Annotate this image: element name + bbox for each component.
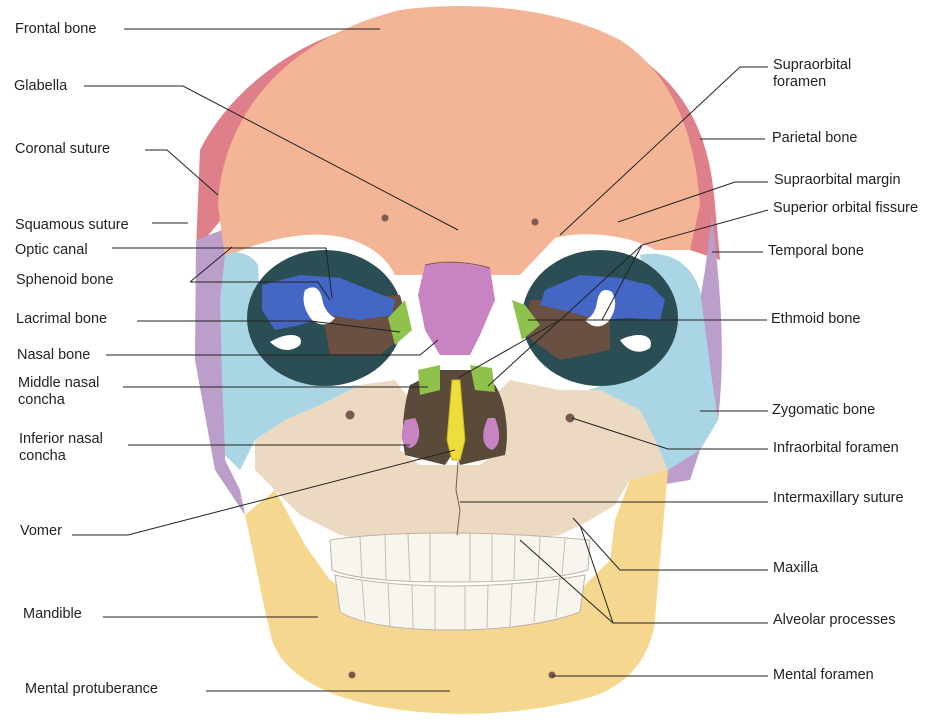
sphenoid-bone-left-shape — [262, 275, 395, 330]
label-infraorbital-foramen: Infraorbital foramen — [773, 440, 899, 456]
lower-teeth-row — [334, 574, 586, 631]
label-parietal-bone: Parietal bone — [772, 130, 858, 146]
leader-ethmoid-bone-2 — [457, 319, 561, 379]
mandible-shape — [245, 470, 668, 714]
label-supraorbital-foramen: Supraorbital foramen — [773, 57, 852, 90]
supraorbital-foramen-right — [531, 218, 539, 226]
leader-superior-orbital-fissure-2 — [487, 244, 643, 387]
frontonasal-suture-line — [424, 261, 491, 269]
lacrimal-bone-left — [388, 300, 412, 345]
maxilla-shape — [255, 380, 668, 545]
leader-alveolar-processes-2 — [579, 524, 614, 624]
orbits — [247, 250, 678, 386]
label-mandible: Mandible — [23, 606, 82, 622]
label-vomer: Vomer — [20, 523, 62, 539]
label-temporal-bone: Temporal bone — [768, 243, 864, 259]
label-ethmoid-bone: Ethmoid bone — [771, 311, 861, 327]
leader-glabella — [84, 85, 459, 231]
leader-maxilla — [572, 517, 768, 571]
label-coronal-suture: Coronal suture — [15, 141, 111, 157]
leader-infraorbital-foramen — [571, 417, 768, 450]
label-optic-canal: Optic canal — [15, 242, 88, 258]
leader-sphenoid-bone — [189, 246, 233, 283]
leader-nasal-bone — [106, 339, 439, 356]
leader-supraorbital-margin — [617, 181, 768, 223]
sutures — [345, 214, 575, 679]
mental-foramen-right — [548, 671, 556, 679]
leader-lacrimal-bone — [137, 320, 401, 333]
infraorbital-foramen-left — [345, 410, 355, 420]
label-frontal-bone: Frontal bone — [15, 21, 97, 37]
orbital-fissure-right — [620, 334, 651, 352]
vomer-shape — [446, 379, 466, 461]
leader-vomer — [72, 449, 456, 536]
nasal-bone-shape — [418, 262, 495, 355]
leader-optic-canal — [112, 247, 333, 299]
label-inferior-nasal-concha: Inferior nasal concha — [19, 431, 103, 464]
supraorbital-foramen-left — [381, 214, 389, 222]
label-maxilla: Maxilla — [773, 560, 819, 576]
tooth-divisions — [359, 533, 566, 630]
teeth — [329, 532, 591, 631]
inferior-nasal-concha-right — [483, 418, 500, 450]
leader-coronal-suture — [145, 149, 219, 196]
optic-canal-left — [303, 287, 335, 325]
label-superior-orbital-fissure: Superior orbital fissure — [773, 200, 919, 216]
label-middle-nasal-concha: Middle nasal concha — [18, 375, 100, 408]
upper-teeth-row — [329, 532, 591, 583]
label-lacrimal-bone: Lacrimal bone — [16, 311, 108, 327]
infraorbital-foramen-right — [565, 413, 575, 423]
inferior-nasal-concha-left — [401, 418, 420, 448]
lacrimal-bone-right — [512, 300, 540, 340]
leader-sphenoid-bone-2 — [190, 281, 331, 301]
middle-nasal-concha-left — [418, 365, 440, 395]
leader-lines — [72, 28, 769, 692]
frontal-bone-shape — [218, 5, 700, 276]
label-mental-foramen: Mental foramen — [773, 667, 874, 683]
label-intermaxillary-suture: Intermaxillary suture — [773, 490, 904, 506]
leader-supraorbital-foramen — [559, 66, 768, 236]
label-supraorbital-margin: Supraorbital margin — [774, 172, 901, 188]
label-alveolar-processes: Alveolar processes — [773, 612, 896, 628]
nasal-complex — [401, 262, 507, 465]
orbital-fissure-left — [270, 334, 301, 350]
label-mental-protuberance: Mental protuberance — [25, 681, 158, 697]
label-nasal-bone: Nasal bone — [17, 347, 91, 363]
intermaxillary-suture-line — [455, 461, 461, 536]
label-sphenoid-bone: Sphenoid bone — [16, 272, 114, 288]
optic-canal-right — [585, 289, 616, 327]
label-zygomatic-bone: Zygomatic bone — [772, 402, 876, 418]
label-squamous-suture: Squamous suture — [15, 217, 129, 233]
mental-foramen-left — [348, 671, 356, 679]
temporal-bone-shape — [195, 225, 245, 515]
label-glabella: Glabella — [14, 78, 68, 94]
